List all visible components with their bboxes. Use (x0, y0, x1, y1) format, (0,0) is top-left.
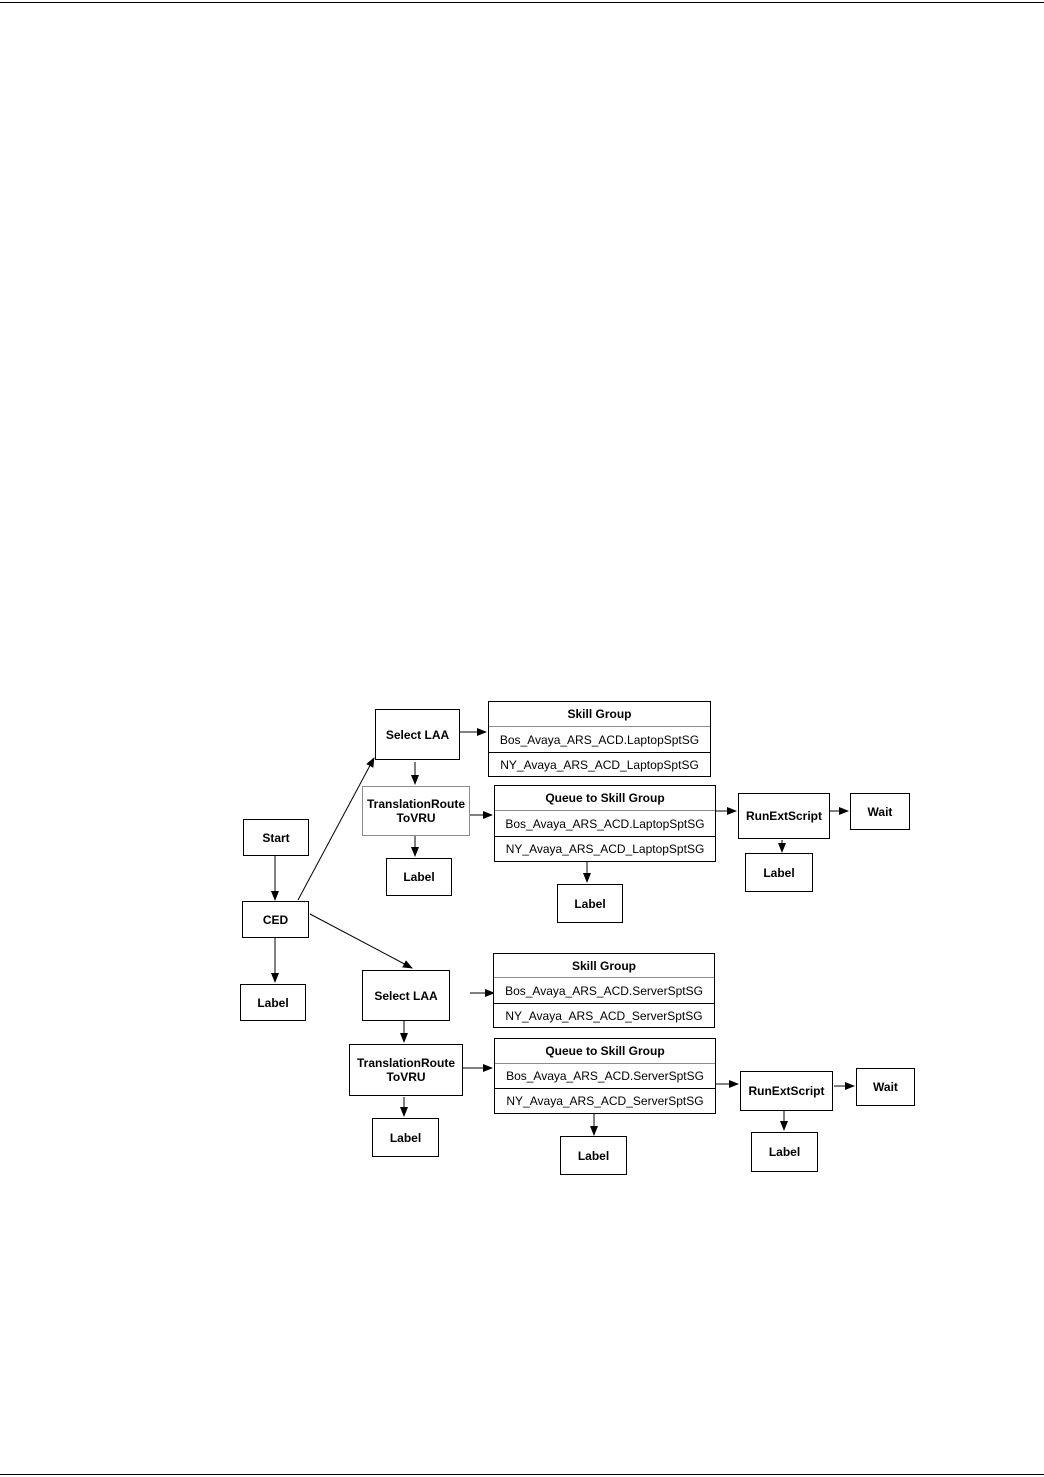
label-node-runextscript-lower[interactable]: Label (751, 1132, 818, 1172)
queue-title: Queue to Skill Group (495, 1039, 715, 1064)
run-ext-script-node-upper[interactable]: RunExtScript (738, 793, 830, 839)
skill-group-row[interactable]: Bos_Avaya_ARS_ACD.ServerSptSG (505, 983, 703, 998)
skill-group-title: Skill Group (494, 954, 714, 978)
queue-row[interactable]: NY_Avaya_ARS_ACD_LaptopSptSG (495, 836, 715, 861)
skill-group-table-upper[interactable]: Skill Group Bos_Avaya_ARS_ACD.LaptopSptS… (488, 701, 711, 777)
skill-group-row[interactable]: NY_Avaya_ARS_ACD_LaptopSptSG (489, 752, 710, 776)
header-rule (0, 2, 1044, 3)
label-node-queue-lower[interactable]: Label (560, 1136, 627, 1175)
run-ext-script-node-lower[interactable]: RunExtScript (740, 1071, 833, 1111)
label-node-ced[interactable]: Label (240, 984, 306, 1021)
queue-row[interactable]: NY_Avaya_ARS_ACD_ServerSptSG (495, 1088, 715, 1113)
label-node-translation-upper[interactable]: Label (386, 858, 452, 896)
select-laa-node-lower[interactable]: Select LAA (362, 970, 450, 1021)
translation-route-node-upper[interactable]: TranslationRoute ToVRU (362, 786, 470, 836)
skill-group-row[interactable]: Bos_Avaya_ARS_ACD.LaptopSptSG (499, 732, 700, 747)
wait-node-upper[interactable]: Wait (850, 793, 910, 830)
footer-rule (0, 1474, 1044, 1475)
queue-row[interactable]: Bos_Avaya_ARS_ACD.LaptopSptSG (505, 816, 705, 831)
label-node-queue-upper[interactable]: Label (557, 884, 623, 923)
queue-title: Queue to Skill Group (495, 786, 715, 811)
translation-route-node-lower[interactable]: TranslationRoute ToVRU (349, 1044, 463, 1096)
arrow-ced-to-select-laa-upper (297, 757, 375, 901)
queue-row[interactable]: Bos_Avaya_ARS_ACD.ServerSptSG (506, 1069, 704, 1083)
label-node-translation-lower[interactable]: Label (372, 1118, 439, 1157)
queue-skill-group-table-lower[interactable]: Queue to Skill Group Bos_Avaya_ARS_ACD.S… (494, 1038, 716, 1114)
skill-group-row[interactable]: NY_Avaya_ARS_ACD_ServerSptSG (494, 1003, 714, 1027)
skill-group-table-lower[interactable]: Skill Group Bos_Avaya_ARS_ACD.ServerSptS… (493, 953, 715, 1028)
queue-skill-group-table-upper[interactable]: Queue to Skill Group Bos_Avaya_ARS_ACD.L… (494, 785, 716, 862)
skill-group-title: Skill Group (489, 702, 710, 727)
label-node-runextscript-upper[interactable]: Label (745, 853, 813, 892)
start-node[interactable]: Start (243, 819, 309, 856)
wait-node-lower[interactable]: Wait (856, 1068, 915, 1106)
arrow-ced-to-select-laa-lower (309, 913, 413, 969)
ced-node[interactable]: CED (242, 901, 309, 938)
select-laa-node-upper[interactable]: Select LAA (375, 709, 460, 760)
